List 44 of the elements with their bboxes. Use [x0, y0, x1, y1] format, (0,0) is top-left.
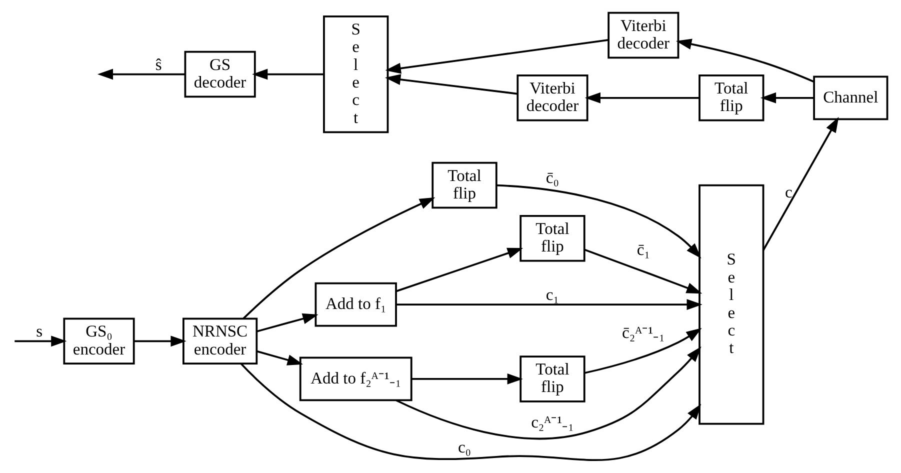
arrow	[762, 116, 839, 251]
node-box: Viterbi decoder	[516, 74, 588, 122]
edge-label: c₀	[458, 437, 472, 456]
arrow	[252, 68, 324, 80]
node-box: Select	[698, 184, 764, 425]
arrow	[242, 197, 436, 320]
edge-label: c̄₁	[636, 240, 650, 260]
arrow	[584, 92, 700, 104]
edge-label: ŝ	[155, 54, 162, 74]
arrow	[412, 373, 523, 384]
arrow	[396, 299, 702, 310]
arrow	[256, 313, 318, 332]
edge-label: c₁	[546, 285, 560, 304]
edge-label: c₂ᴬ⁻¹₋₁	[531, 412, 574, 432]
node-box: Add to f₂ᴬ⁻¹₋₁	[299, 356, 412, 402]
node-box: Total flip	[520, 215, 586, 262]
node-box: Total flip	[432, 162, 498, 209]
arrow	[256, 350, 303, 366]
edge-label: c̄₂ᴬ⁻¹₋₁	[622, 322, 665, 342]
arrow	[385, 38, 609, 74]
arrow	[14, 336, 67, 347]
arrow	[240, 363, 702, 461]
edge-label: s	[36, 322, 43, 341]
node-box: GS decoder	[184, 50, 256, 98]
edge-label: c̄₀	[546, 168, 560, 188]
node-box: NRNSC encoder	[182, 318, 258, 365]
arrow	[584, 328, 702, 374]
arrow	[396, 248, 524, 292]
arrow	[760, 92, 814, 104]
arrow	[396, 346, 702, 440]
node-box: Viterbi decoder	[608, 12, 680, 59]
node-box: GS₀ encoder	[63, 318, 135, 365]
arrow	[97, 68, 186, 80]
edge-label: c	[784, 182, 792, 202]
node-box: Channel	[813, 76, 888, 120]
node-box: Add to f₁	[314, 282, 397, 327]
arrow	[496, 184, 702, 258]
arrow	[584, 248, 702, 294]
arrow	[676, 38, 814, 83]
arrow	[384, 74, 518, 95]
arrow	[134, 336, 186, 347]
node-box: Total flip	[520, 356, 586, 402]
node-box: Total flip	[698, 74, 764, 122]
node-box: Select	[323, 15, 389, 134]
